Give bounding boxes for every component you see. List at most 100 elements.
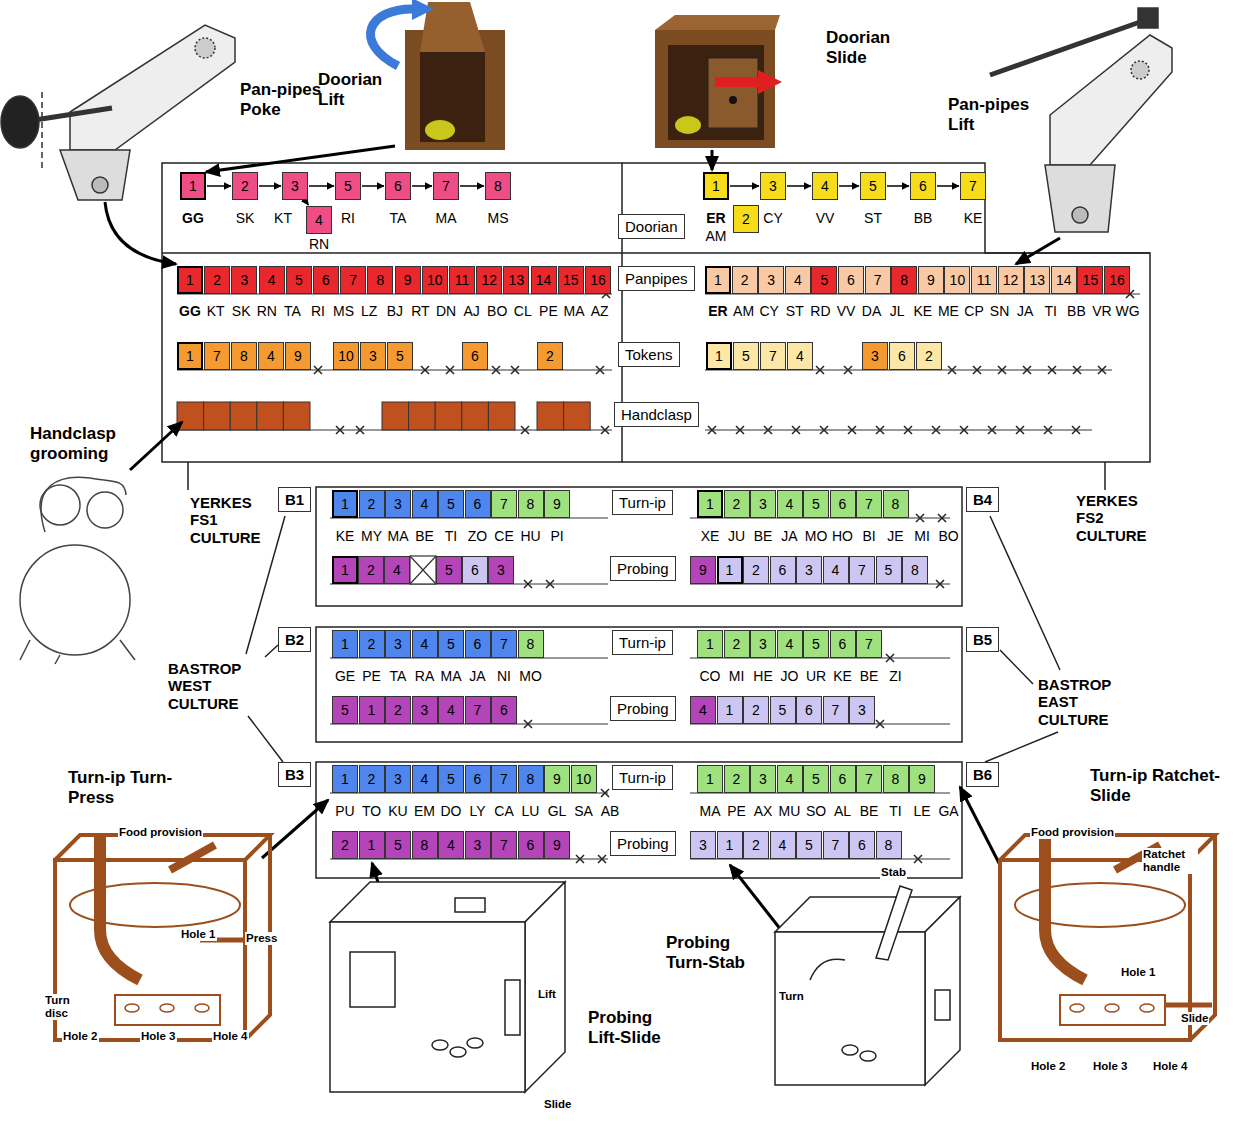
subject-initials: JA [469,668,485,684]
rank-box: 5 [876,556,902,584]
rank-box: 4 [438,696,464,724]
subject-initials: PE [539,303,558,319]
rank-box: 7 [491,490,517,518]
rank-number: 3 [871,348,879,364]
drawing-shape [100,835,140,980]
subject-initials: ST [786,303,804,319]
subject-initials: RN [257,303,277,319]
rank-box: 11 [971,266,997,294]
rank-number: 6 [474,771,482,787]
rank-box: 15 [1077,266,1103,294]
row-label-box: Probing [610,696,676,721]
rank-box: 9 [909,765,935,793]
rank-number: 7 [500,636,508,652]
rank-number: 5 [341,702,349,718]
drawing-shape [730,865,785,935]
title-label: Turn-ip Turn-Press [68,768,178,807]
drawing-shape [421,366,429,374]
drawing-shape [87,492,123,528]
rank-number: 1 [712,178,720,194]
rank-number: 14 [1056,272,1072,288]
drawing-shape [876,720,884,728]
rank-number: 1 [368,702,376,718]
rank-box: 4 [777,490,803,518]
rank-box: 6 [770,556,796,584]
subject-initials: MO [519,668,542,684]
rank-number: 3 [759,636,767,652]
subject-initials: TI [1045,303,1057,319]
rank-number: 9 [699,562,707,578]
crossed-box [410,556,436,584]
subject-initials: HE [753,668,772,684]
drawing-shape [330,882,565,922]
rank-number: 11 [455,272,470,288]
rank-box: 7 [856,630,882,658]
rank-box: 7 [491,831,517,859]
rank-box: 4 [438,831,464,859]
rank-number: 1 [368,837,376,853]
rank-number: 3 [369,348,377,364]
rank-number: 2 [368,496,376,512]
row-label-box: Turn-ip [612,765,673,790]
drawing-shape [820,426,828,434]
rank-box: 13 [503,266,529,294]
rank-number: 2 [752,702,760,718]
rank-number: 3 [474,837,482,853]
rank-box: 5 [385,831,411,859]
rank-box: 4 [306,206,332,234]
part-label: Hole 2 [1030,1060,1067,1073]
subject-initials: VR [1092,303,1111,319]
rank-box: 14 [1051,266,1077,294]
rank-box: 3 [360,342,386,370]
row-label-box: Tokens [618,342,680,367]
drawing-shape [409,402,436,430]
rank-number: 3 [240,272,248,288]
drawing-shape [410,556,436,584]
rank-box: 4 [412,765,438,793]
row-label-box: B5 [966,627,999,652]
drawing-shape [936,580,944,588]
rank-box: 5 [770,696,796,724]
drawing-shape [350,952,395,1007]
rank-box: 5 [811,266,837,294]
rank-box: 9 [544,831,570,859]
rank-number: 6 [898,348,906,364]
rank-number: 6 [500,702,508,718]
rank-box: 8 [883,765,909,793]
rank-box: 5 [335,172,361,200]
rank-box: 7 [856,765,882,793]
drawing-shape [316,762,962,878]
rank-number: 8 [885,837,893,853]
rank-number: 1 [706,771,714,787]
rank-box: 1 [359,831,385,859]
drawing-shape [188,462,1105,490]
timeline-line [177,294,1140,859]
rank-box: 4 [787,342,813,370]
subject-initials: RT [411,303,429,319]
rank-box: 2 [537,342,563,370]
subject-initials: BE [415,528,434,544]
rank-box: 13 [1024,266,1050,294]
rank-number: 2 [241,178,249,194]
rank-box: 8 [231,342,257,370]
drawing-shape [1,96,39,148]
rank-number: 4 [421,636,429,652]
rank-number: 7 [213,348,221,364]
subject-initials: TA [390,210,407,226]
subject-initials: MS [333,303,354,319]
row-label: B3 [285,766,304,783]
drawing-shape [914,855,922,863]
rank-number: 5 [295,272,303,288]
rank-box: 7 [340,266,366,294]
subject-initials: KE [964,210,983,226]
rank-number: 6 [839,636,847,652]
rank-box: 3 [385,630,411,658]
rank-number: 3 [497,562,505,578]
subject-initials: CY [763,210,782,226]
rank-number: 4 [786,636,794,652]
subject-initials: GE [335,668,355,684]
row-label: Turn-ip [619,634,666,651]
drawing-shape [330,518,608,859]
drawing-shape [1050,35,1172,165]
